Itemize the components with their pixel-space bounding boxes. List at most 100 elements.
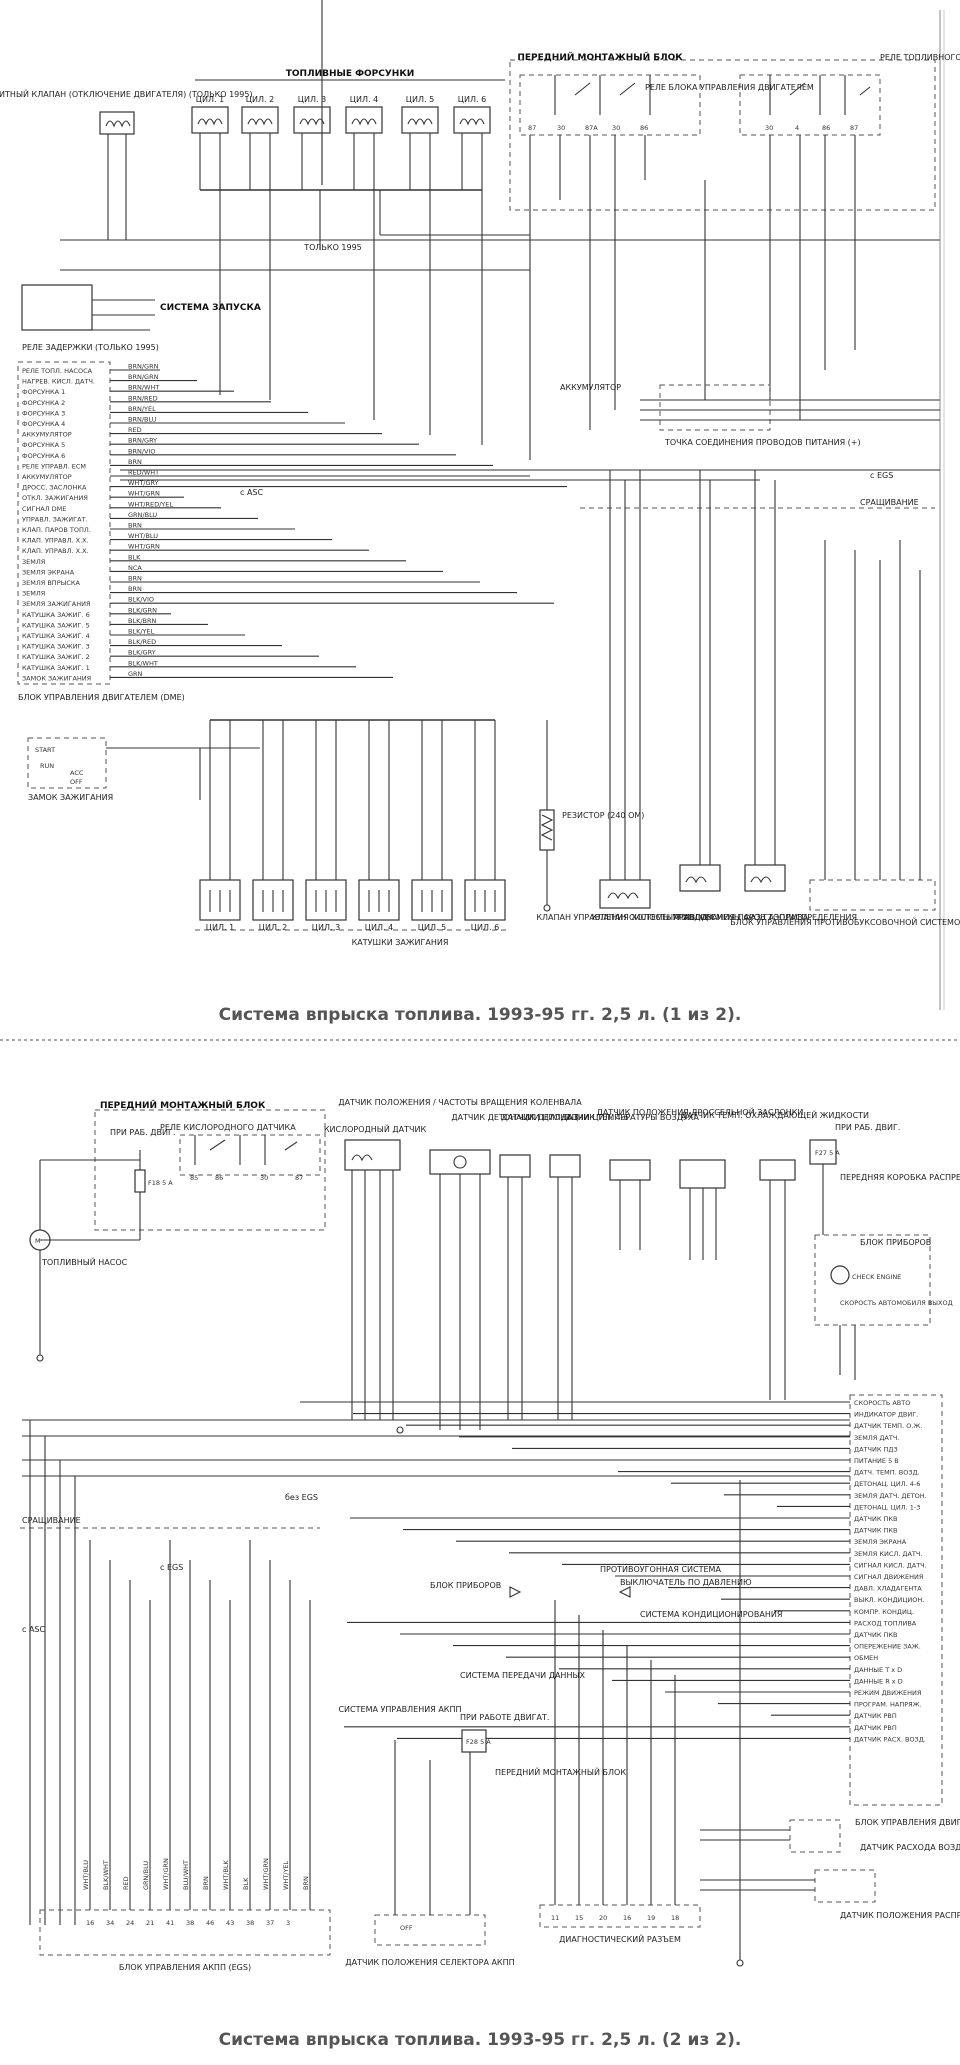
- cam-sensor-label: ДАТЧИК ПОЛОЖЕНИЯ РАСПРЕДЕЛИТЕЛЬНОГО ВАЛА: [840, 1911, 960, 1920]
- ecm-pin-label: КЛАП. УПРАВЛ. Х.Х.: [22, 537, 89, 545]
- ecm-pin-label: ДАТЧ. ТЕМП. ВОЗД.: [854, 1469, 920, 1477]
- wire-color-label: BRN/GRN: [128, 373, 159, 381]
- svg-text:M: M: [35, 1237, 41, 1245]
- ecm-pin-label: ОБМЕН: [854, 1654, 878, 1662]
- cam-sensor: [814, 1869, 876, 1903]
- egs-wire-color: WHT/BLK: [222, 1859, 230, 1890]
- egs-pin: 41: [166, 1919, 174, 1927]
- ecm-pin-label: ВЫКЛ. КОНДИЦИОН.: [854, 1596, 924, 1604]
- ecm-pin-label: ФОРСУНКА 3: [22, 409, 65, 417]
- svg-text:30: 30: [765, 124, 773, 132]
- ecm-pin-label: ЗЕМЛЯ ДАТЧ. ДЕТОН.: [854, 1492, 927, 1500]
- ecm-pin-label: ЗЕМЛЯ КИСЛ. ДАТЧ.: [854, 1550, 922, 1558]
- ecm-pin-label: АККУМУЛЯТОР: [22, 431, 72, 439]
- akpp-system-label: СИСТЕМА УПРАВЛЕНИЯ АКПП: [338, 1705, 461, 1714]
- ign-switch-label: ЗАМОК ЗАЖИГАНИЯ: [28, 793, 113, 802]
- resistor-label: РЕЗИСТОР (240 ОМ): [562, 811, 644, 820]
- page-1: ЭЛЕКТРОМАГНИТНЫЙ КЛАПАН (ОТКЛЮЧЕНИЕ ДВИГ…: [0, 0, 960, 1025]
- injector-label: ЦИЛ. 2: [246, 95, 274, 104]
- abs-asc-block: [809, 879, 936, 911]
- svg-text:OFF: OFF: [400, 1924, 413, 1932]
- selector-sensor: [374, 1914, 486, 1946]
- instrument-cluster-p2: [814, 1234, 931, 1326]
- ecm-pin-label: РЕЖИМ ДВИЖЕНИЯ: [854, 1689, 921, 1697]
- asc-label-p2: c ASC: [22, 1625, 45, 1634]
- ecm-pin-label: КОМПР. КОНДИЦ.: [854, 1608, 914, 1616]
- ecm-pin-label: ЗЕМЛЯ ВПРЫСКА: [22, 579, 81, 587]
- svg-text:85: 85: [190, 1174, 198, 1182]
- ecm-label-p2: БЛОК УПРАВЛЕНИЯ ДВИГАТЕЛЕМ (DME): [855, 1818, 960, 1827]
- svg-text:4: 4: [795, 124, 799, 132]
- ecm-pin-label: ФОРСУНКА 6: [22, 452, 65, 460]
- cam-drive-label: ПРИВОД СМЕНЫ ФАЗ ГАЗОРАСПРЕДЕЛЕНИЯ: [673, 913, 857, 922]
- ac-system-label: СИСТЕМА КОНДИЦИОНИРОВАНИЯ: [640, 1610, 782, 1619]
- battery-label: АККУМУЛЯТОР: [560, 383, 621, 392]
- check-engine-label: CHECK ENGINE: [852, 1273, 901, 1281]
- solenoid-valve-label: ЭЛЕКТРОМАГНИТНЫЙ КЛАПАН (ОТКЛЮЧЕНИЕ ДВИГ…: [0, 88, 253, 99]
- svg-text:87: 87: [528, 124, 536, 132]
- fuse-f28-label: F28 5 A: [466, 1738, 491, 1746]
- ecm-pin-label: ОПЕРЕЖЕНИЕ ЗАЖ.: [854, 1643, 921, 1651]
- wire-color-label: BLK/YEL: [128, 628, 155, 636]
- fuse-f27-label: F27 5 A: [815, 1149, 840, 1157]
- idle-valve-label: КЛАПАН УПРАВЛЕНИЯ ХОЛОСТЫМ ХОДОМ: [536, 913, 713, 922]
- egs-wire-color: WHT/YEL: [282, 1860, 290, 1890]
- o2-relay-label: РЕЛЕ КИСЛОРОДНОГО ДАТЧИКА: [160, 1123, 296, 1132]
- knock13-label: ДАТЧИК ДЕТОНАЦИИ ЦИЛ. 1-3: [451, 1113, 578, 1122]
- ecm-pin-label: ЗЕМЛЯ ЭКРАНА: [854, 1538, 907, 1546]
- injector-5: [401, 106, 439, 134]
- wire-color-label: BRN: [128, 522, 142, 530]
- fuse-f28: [461, 1729, 487, 1753]
- knock-sensor-4-6: [549, 1154, 581, 1178]
- ecm-pin-label: ОТКЛ. ЗАЖИГАНИЯ: [22, 494, 88, 502]
- front-block-label-p2: ПЕРЕДНИЙ МОНТАЖНЫЙ БЛОК: [100, 1099, 266, 1111]
- svg-text:30: 30: [557, 124, 565, 132]
- ecm-pin-label: КАТУШКА ЗАЖИГ. 4: [22, 632, 90, 640]
- ecm-pin-label: ЗЕМЛЯ: [22, 590, 45, 598]
- egs-pin: 46: [206, 1919, 214, 1927]
- engine-relay: [519, 74, 701, 136]
- wire-color-label: BRN: [128, 585, 142, 593]
- diag-pin: 20: [599, 1914, 607, 1922]
- wire-color-label: BRN/BLU: [128, 416, 157, 424]
- egs-wire-color: BRN: [302, 1876, 310, 1890]
- diag-pin: 16: [623, 1914, 631, 1922]
- egs-pin: 38: [246, 1919, 254, 1927]
- speed-out-label: СКОРОСТЬ АВТОМОБИЛЯ ВЫХОД: [840, 1299, 953, 1307]
- with-egs-label: c EGS: [160, 1563, 183, 1572]
- ecm-pin-label: СИГНАЛ КИСЛ. ДАТЧ.: [854, 1561, 927, 1569]
- wire-color-label: BRN/GRY: [128, 437, 157, 445]
- cluster2-label: БЛОК ПРИБОРОВ: [430, 1581, 501, 1590]
- injector-row: ЦИЛ. 1 ЦИЛ. 2 ЦИЛ. 3 ЦИЛ. 4: [191, 95, 491, 185]
- injector-2: [241, 106, 279, 134]
- fuse-f18: [134, 1169, 146, 1193]
- svg-text:ACC: ACC: [70, 769, 84, 777]
- akpp-egs-block: [39, 1909, 331, 1956]
- diag-pin: 15: [575, 1914, 583, 1922]
- egs-pin: 38: [186, 1919, 194, 1927]
- wire-color-label: BRN/GRN: [128, 363, 159, 371]
- ecm-pin-label: КЛАП. ПАРОВ ТОПЛ.: [22, 526, 91, 534]
- diag-pin: 18: [671, 1914, 679, 1922]
- coil-label: ЦИЛ. 4: [365, 923, 393, 932]
- engine-run-label: ПРИ РАБ. ДВИГ.: [110, 1128, 175, 1137]
- egs-label-p1: c EGS: [870, 471, 893, 480]
- ecm-pin-label: ПИТАНИЕ 5 В: [854, 1457, 899, 1465]
- egs-pin: 34: [106, 1919, 114, 1927]
- wire-color-label: GRN: [128, 670, 143, 678]
- anti-theft-label: ПРОТИВОУГОННАЯ СИСТЕМА: [600, 1565, 721, 1574]
- abs-block-label: БЛОК УПРАВЛЕНИЯ ПРОТИВОБУКСОВОЧНОЙ СИСТЕ…: [730, 916, 960, 927]
- ecm-pin-label: ФОРСУНКА 5: [22, 441, 65, 449]
- selector-label: ДАТЧИК ПОЛОЖЕНИЯ СЕЛЕКТОРА АКПП: [345, 1958, 514, 1967]
- egs-wire-color: RED: [122, 1876, 130, 1890]
- front-block2-label: ПЕРЕДНИЙ МОНТАЖНЫЙ БЛОК: [495, 1766, 626, 1777]
- egs-wire-color: WHT/GRN: [162, 1858, 170, 1890]
- wire-color-label: BLK: [128, 553, 141, 561]
- ecm-pin-label: ДАТЧИК ПКВ: [854, 1631, 897, 1639]
- coolant-sensor: [759, 1159, 796, 1181]
- diag-label: ДИАГНОСТИЧЕСКИЙ РАЗЪЕМ: [559, 1933, 681, 1944]
- coil-label: ЦИЛ. 1: [206, 923, 234, 932]
- egs-wire-color: BLK/WHT: [102, 1860, 110, 1890]
- ecm-pin-label: КАТУШКА ЗАЖИГ. 6: [22, 611, 90, 619]
